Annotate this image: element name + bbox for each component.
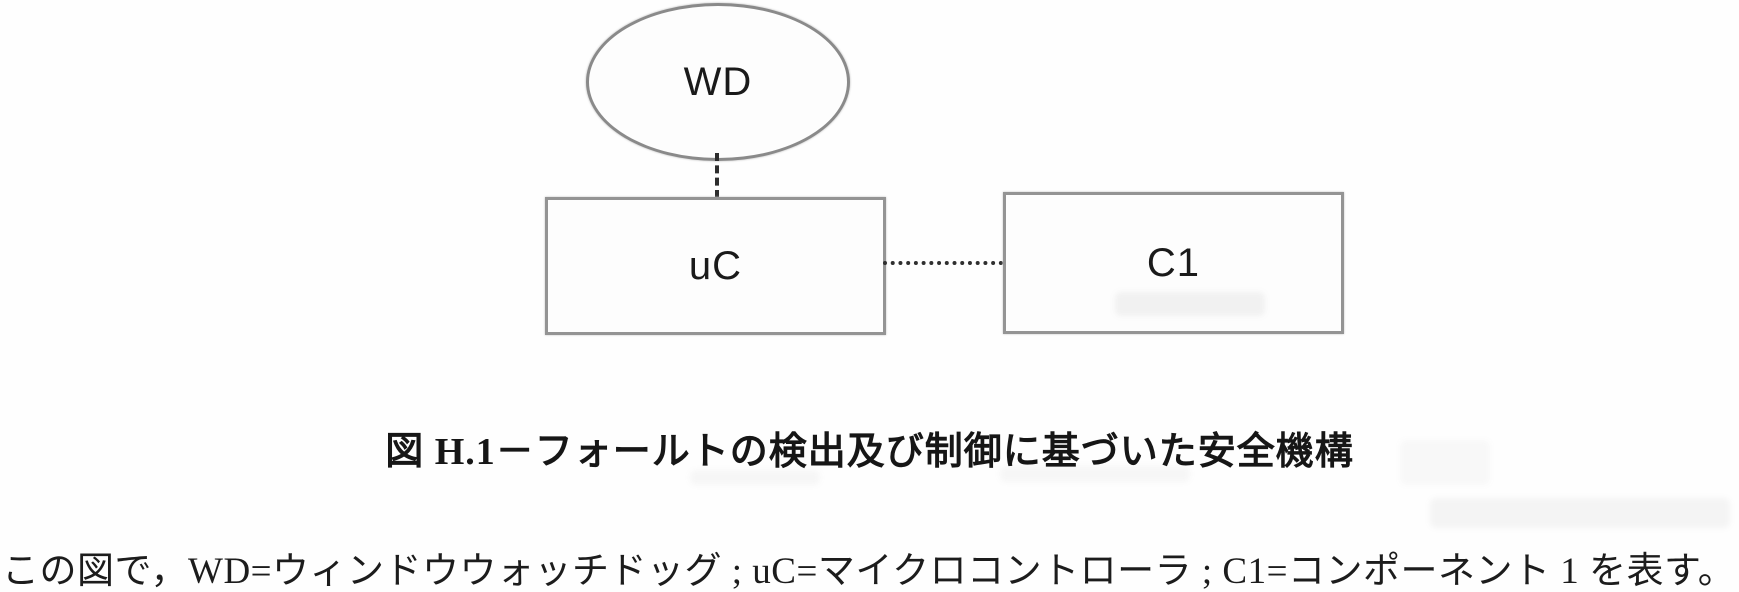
node-c1-rectangle: C1 (1003, 192, 1344, 334)
node-wd-label: WD (683, 59, 753, 104)
figure-caption: 図 H.1－フォールトの検出及び制御に基づいた安全機構 (385, 431, 1354, 473)
edge-uc-to-c1 (883, 261, 1003, 265)
figure-legend-text: この図で，WD=ウィンドウウォッチドッグ ; uC=マイクロコントローラ ; C… (2, 551, 1736, 592)
node-uc-rectangle: uC (545, 197, 886, 335)
node-c1-label: C1 (1146, 240, 1201, 285)
scan-bleedthrough-artifact (1430, 498, 1730, 528)
node-uc-label: uC (688, 243, 743, 288)
edge-wd-to-uc (715, 153, 719, 198)
node-wd-ellipse: WD (586, 3, 850, 161)
